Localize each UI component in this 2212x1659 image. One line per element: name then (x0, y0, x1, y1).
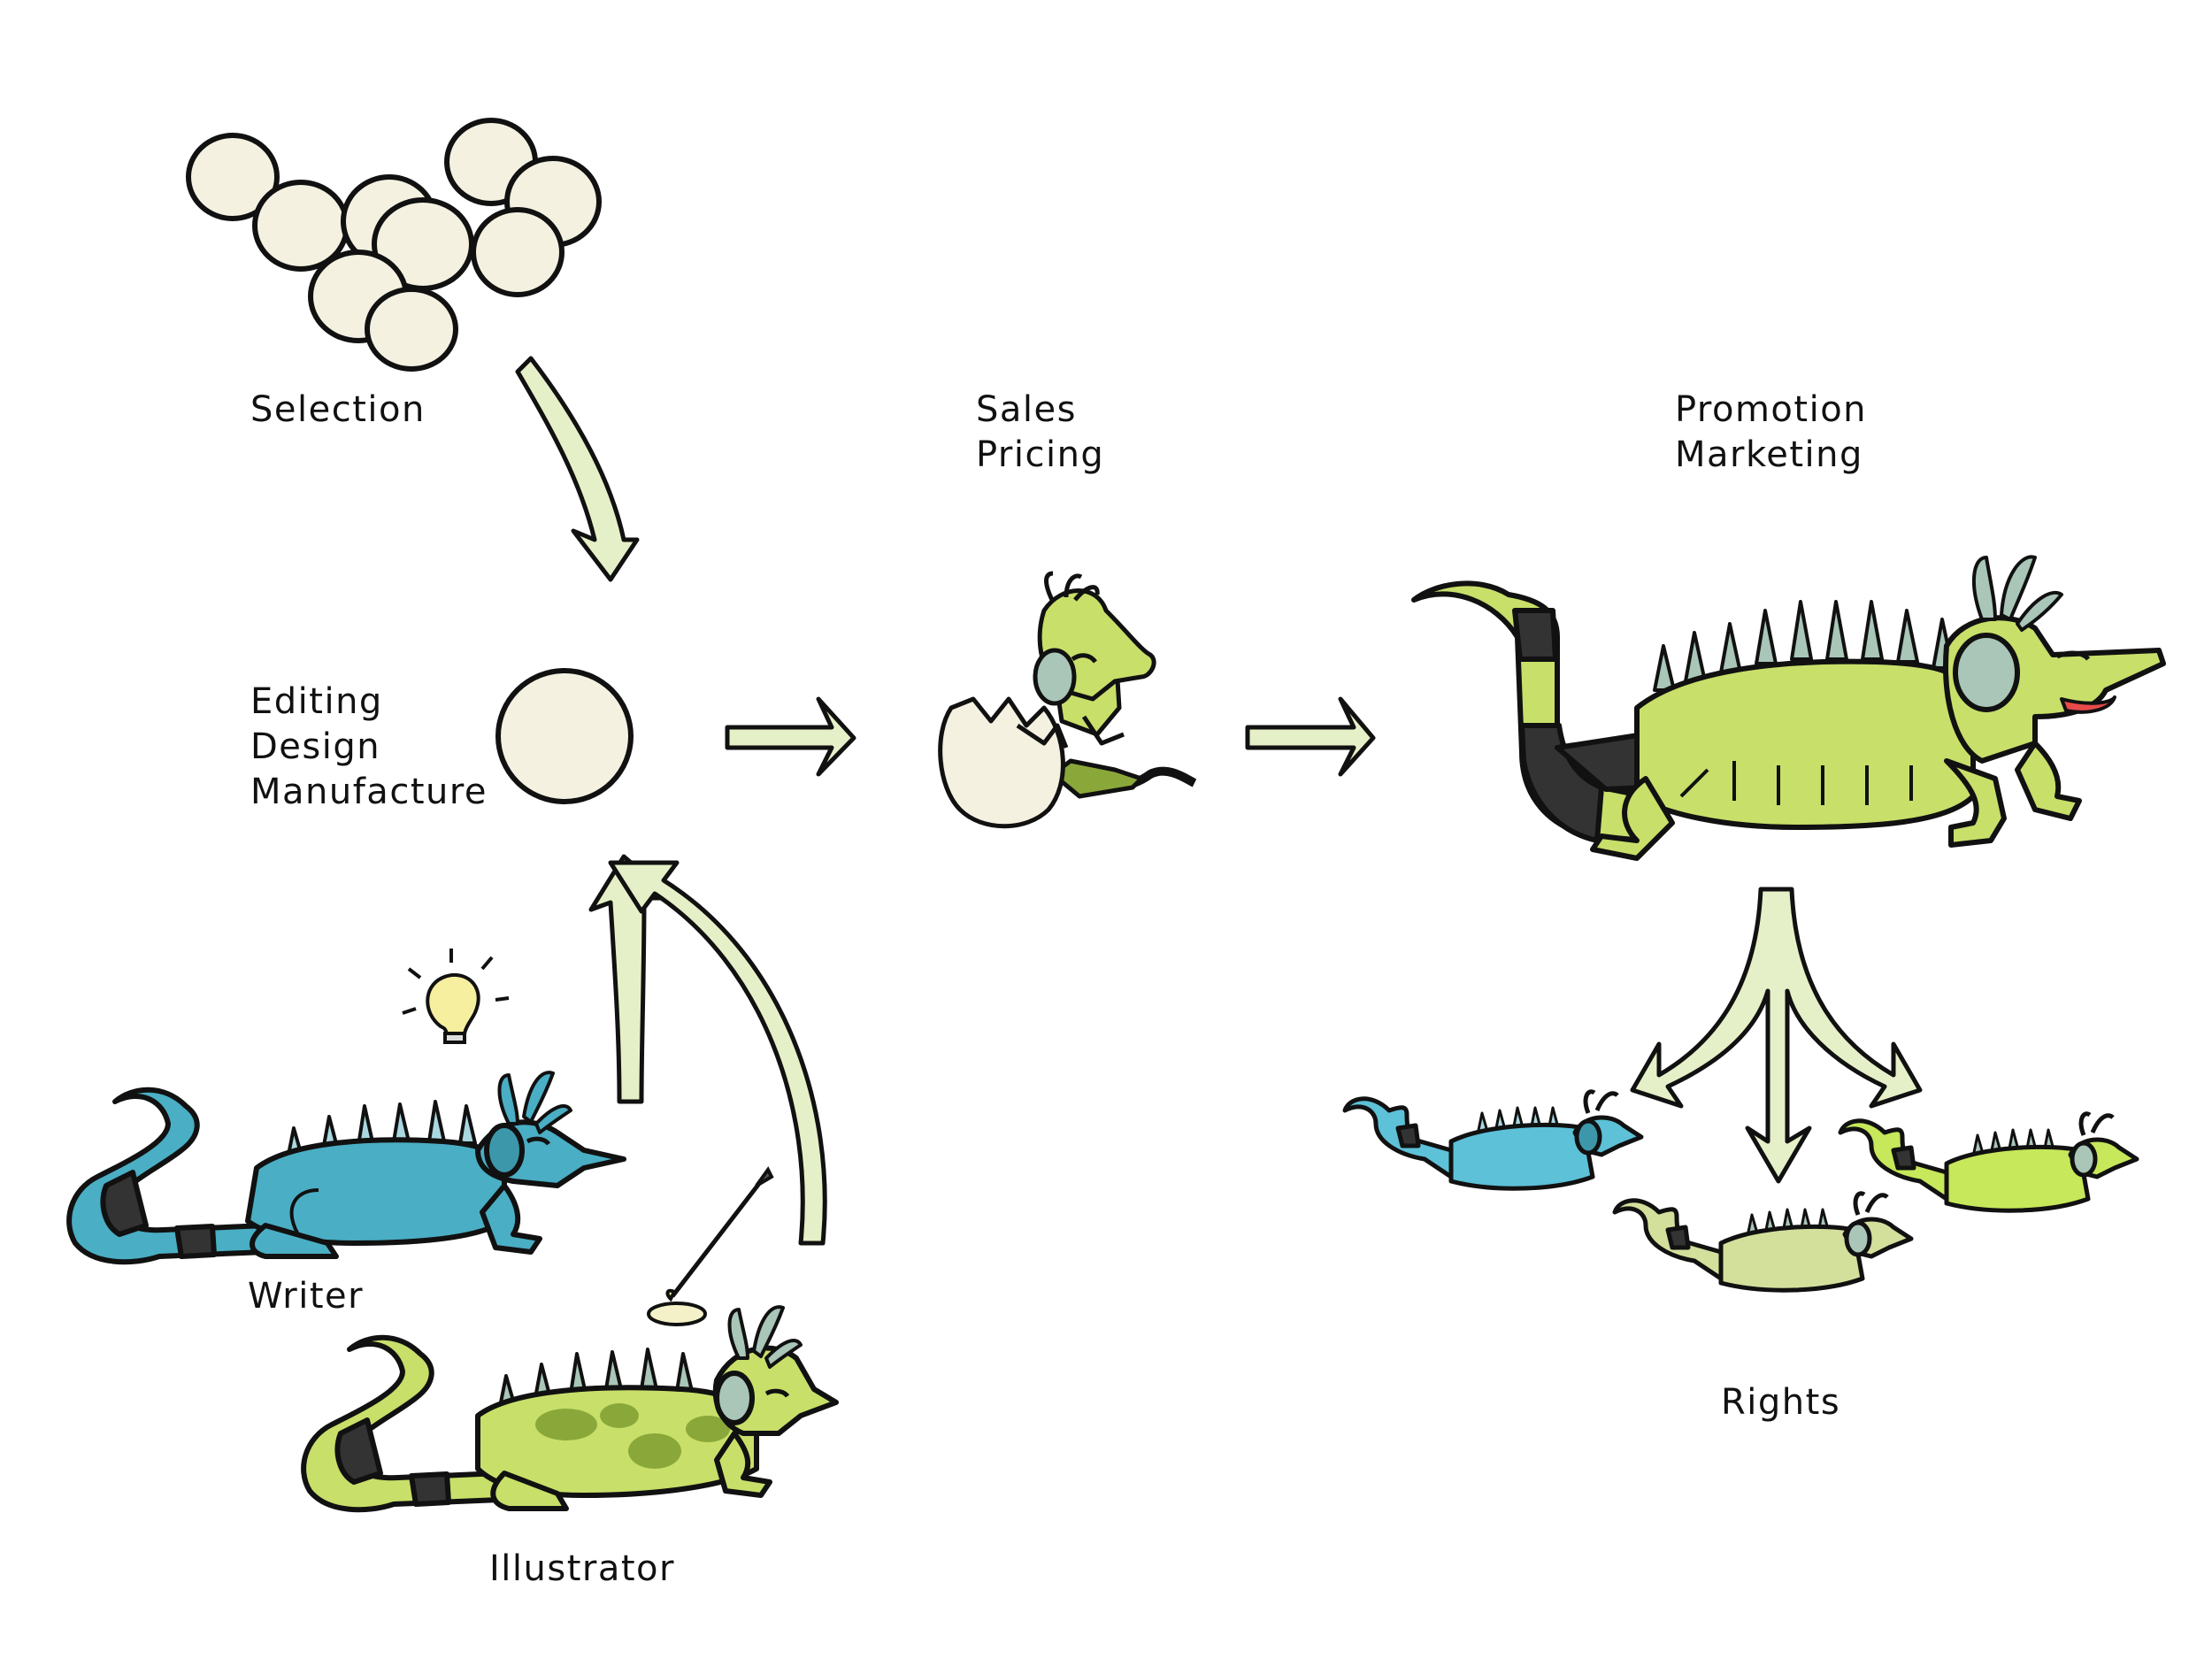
promotion-line-2: Marketing (1675, 434, 1863, 475)
rights-line-1: Rights (1721, 1382, 1841, 1423)
role-label-illustrator: Illustrator (489, 1547, 675, 1592)
hatching-iguana-icon (938, 571, 1197, 829)
stage-label-selection: Selection (250, 388, 426, 433)
camouflage-iguana-icon (301, 1305, 839, 1513)
arrow-sales-to-promotion (1245, 696, 1376, 777)
small-iguanas-icon (1342, 1089, 2139, 1293)
illustrator-line-1: Illustrator (489, 1548, 675, 1589)
arrow-illustrator-to-editing (608, 860, 827, 1246)
arrow-editing-to-sales (725, 696, 856, 777)
editing-line-1: Editing (250, 681, 383, 722)
role-label-writer: Writer (248, 1274, 364, 1319)
editing-line-2: Design (250, 726, 381, 767)
arrow-promotion-to-rights (1630, 887, 1923, 1184)
small-iguana-lime (1838, 1111, 2139, 1213)
adult-iguana-icon (1411, 555, 2166, 861)
writer-line-1: Writer (248, 1276, 365, 1317)
lightbulb-icon (402, 949, 510, 1044)
egg-icon (495, 668, 634, 804)
selection-line-1: Selection (250, 389, 426, 430)
stage-label-rights: Rights (1721, 1380, 1840, 1425)
arrow-selection-to-editing (515, 356, 640, 582)
stage-label-sales: Sales Pricing (976, 388, 1104, 478)
sales-line-2: Pricing (976, 434, 1105, 475)
small-iguana-blue (1342, 1089, 1644, 1191)
stage-label-editing: Editing Design Manufacture (250, 680, 488, 815)
sales-line-1: Sales (976, 389, 1077, 430)
small-iguana-pale (1612, 1191, 1914, 1293)
blue-iguana-icon (66, 1071, 626, 1265)
egg-cluster-icon (186, 118, 602, 372)
promotion-line-1: Promotion (1675, 389, 1868, 430)
stage-label-promotion: Promotion Marketing (1675, 388, 1867, 478)
paintbrush-icon (647, 1166, 774, 1326)
editing-line-3: Manufacture (250, 772, 488, 812)
